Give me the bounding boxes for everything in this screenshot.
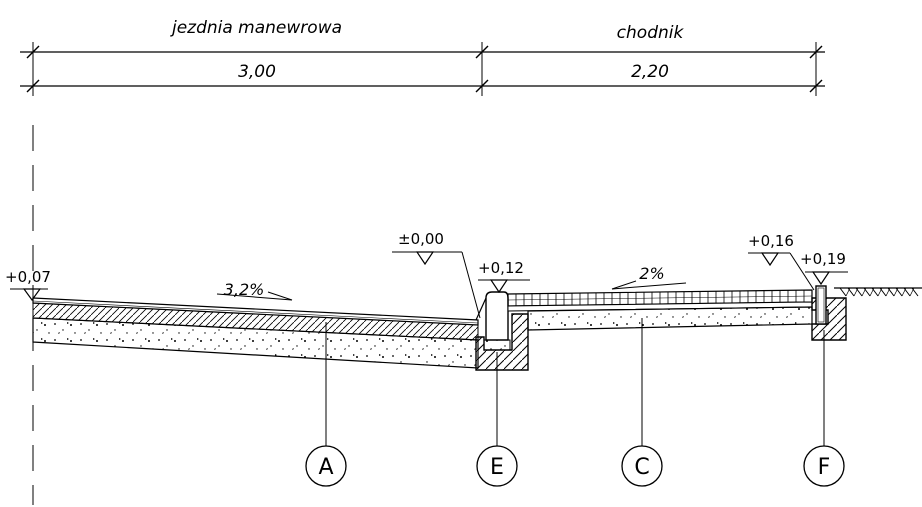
callout-a: A: [305, 445, 347, 487]
callout-e: E: [476, 445, 518, 487]
elevation-marker-gutter: [392, 251, 481, 319]
callout-label-a: A: [318, 455, 333, 480]
elevation-label-1: ±0,00: [398, 230, 444, 248]
dimension-label-sidewalk: chodnik: [617, 23, 685, 43]
callout-label-c: C: [634, 455, 649, 480]
callout-label-f: F: [818, 455, 831, 480]
curb-f: [811, 285, 847, 341]
elevation-marker-sidewalk-edge: [748, 252, 815, 291]
callout-f: F: [803, 445, 845, 487]
elevation-marker-curb-f: [805, 271, 848, 286]
dimension-label-road: jezdnia manewrowa: [170, 18, 342, 38]
dimension-lines: [20, 42, 825, 96]
elevation-marker-curb-e: [478, 279, 530, 294]
road-layers: [32, 297, 479, 369]
callout-label-e: E: [490, 455, 504, 480]
dimension-value-road: 3,00: [238, 62, 276, 82]
slope-arrow-sidewalk: [611, 282, 687, 290]
sidewalk-layers: [507, 289, 813, 331]
elevation-label-3: +0,16: [748, 232, 794, 250]
elevation-label-0: +0,07: [5, 268, 51, 286]
dimension-value-sidewalk: 2,20: [631, 62, 669, 82]
elevation-marker-road-edge: [10, 288, 48, 302]
elevation-label-4: +0,19: [800, 250, 846, 268]
slope-label-sidewalk: 2%: [639, 264, 664, 283]
slope-arrow-road: [216, 293, 293, 301]
elevation-label-2: +0,12: [478, 259, 524, 277]
curb-e: [475, 291, 529, 371]
terrain: [834, 287, 922, 297]
leader-lines: [325, 318, 825, 446]
slope-label-road: 3,2%: [224, 280, 265, 299]
callout-c: C: [621, 445, 663, 487]
